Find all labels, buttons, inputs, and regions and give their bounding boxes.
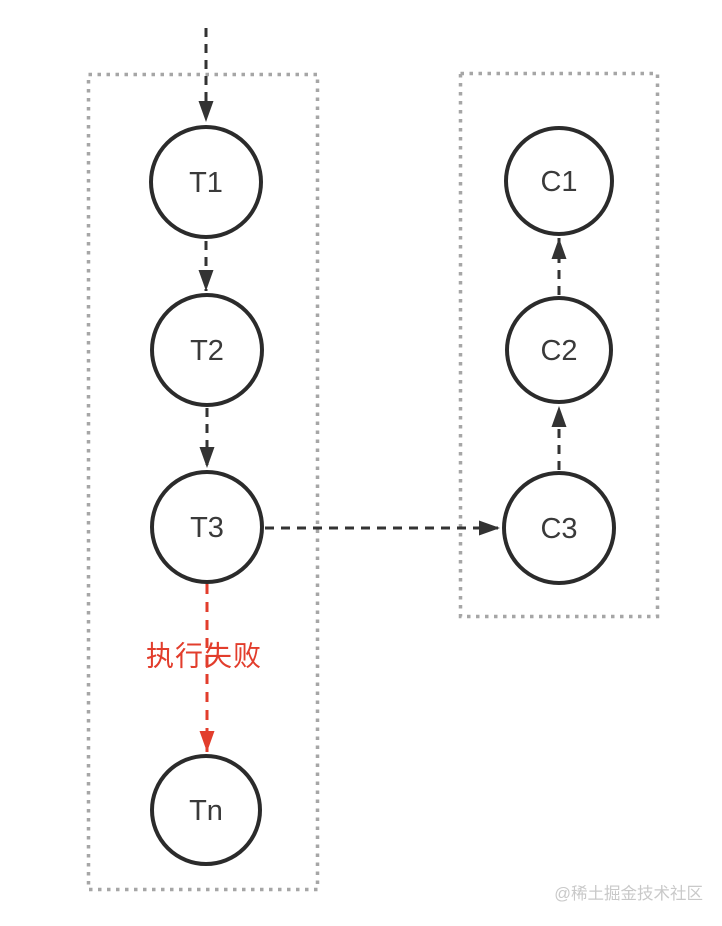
node-t2-label: T2 <box>190 335 224 367</box>
compensation-flow: C1 C2 C3 <box>502 126 616 585</box>
failure-label: 执行失败 <box>146 641 262 672</box>
node-t3-label: T3 <box>190 512 224 544</box>
node-tn-circle <box>150 754 262 866</box>
node-t3-circle <box>150 470 264 584</box>
transaction-flow: T1 T2 T3 Tn <box>149 125 264 866</box>
node-c1-label: C1 <box>540 166 577 198</box>
node-t2-circle <box>150 293 264 407</box>
compensation-group-box <box>458 71 660 619</box>
node-t1-label: T1 <box>189 167 223 199</box>
watermark: @稀土掘金技术社区 <box>554 884 703 903</box>
node-c3-circle <box>502 471 616 585</box>
node-c2-circle <box>505 296 613 404</box>
flow-arrows <box>198 28 567 752</box>
node-tn-label: Tn <box>189 795 223 827</box>
node-c1-circle <box>504 126 614 236</box>
node-c3-label: C3 <box>540 513 577 545</box>
node-t1-circle <box>149 125 263 239</box>
node-c2-label: C2 <box>540 335 577 367</box>
